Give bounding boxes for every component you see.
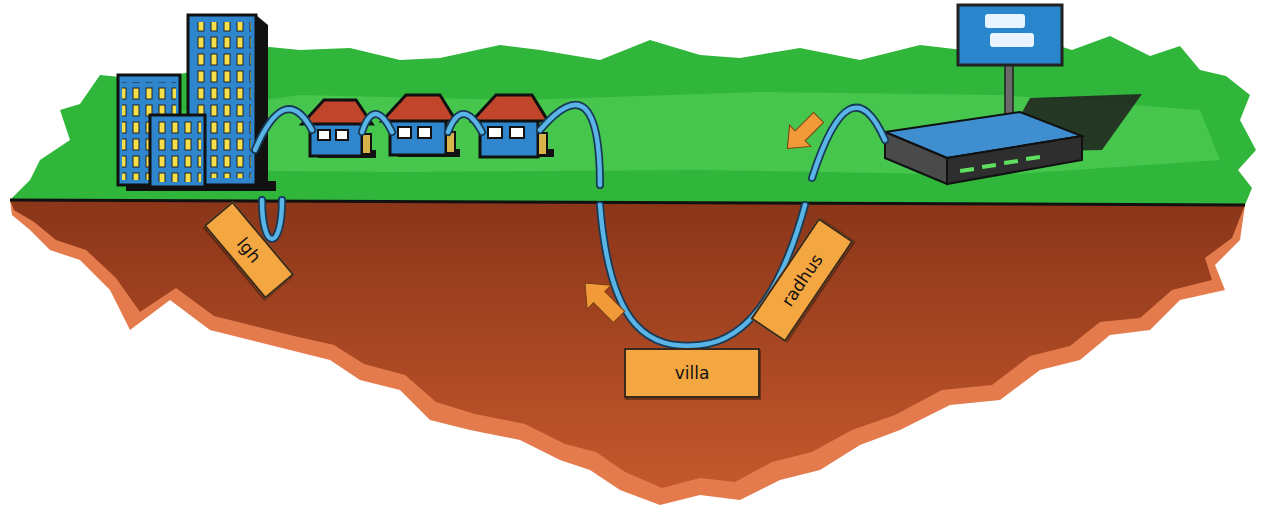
house-roof (302, 100, 372, 124)
router-led (960, 167, 974, 173)
tag-label: lgh (233, 234, 264, 266)
soil-body (10, 200, 1245, 488)
house-roof (472, 95, 548, 121)
pointer-arrow (777, 107, 829, 159)
house-body (390, 117, 446, 155)
house-window (418, 127, 431, 138)
pointer-arrow (573, 271, 631, 329)
router-led (982, 163, 996, 169)
router-led (1026, 155, 1040, 161)
house-window (336, 130, 348, 140)
router-led (1004, 159, 1018, 165)
router-front (885, 132, 947, 184)
cable-outline (255, 105, 885, 346)
building-side (256, 15, 268, 185)
house-window (488, 127, 502, 138)
house-door (538, 133, 547, 155)
network-station (885, 5, 1142, 184)
sign-board (958, 5, 1062, 65)
houses (302, 95, 554, 158)
apartment-buildings (118, 15, 276, 191)
house-roof (382, 95, 456, 121)
tag-label: villa (675, 364, 710, 383)
cables (255, 105, 885, 346)
house-door (362, 134, 371, 154)
ground-edge (10, 200, 1245, 205)
building-windows (154, 120, 201, 182)
cable-tag: villa (624, 348, 760, 398)
router-side (947, 136, 1082, 184)
house-window (510, 127, 524, 138)
house-body (480, 117, 538, 157)
house-window (318, 130, 330, 140)
soil-rim (10, 200, 1245, 505)
cable (255, 105, 885, 346)
building (150, 115, 205, 187)
sign-logo-mark (990, 33, 1034, 47)
house-window (398, 127, 411, 138)
sign-logo-mark (985, 14, 1025, 28)
